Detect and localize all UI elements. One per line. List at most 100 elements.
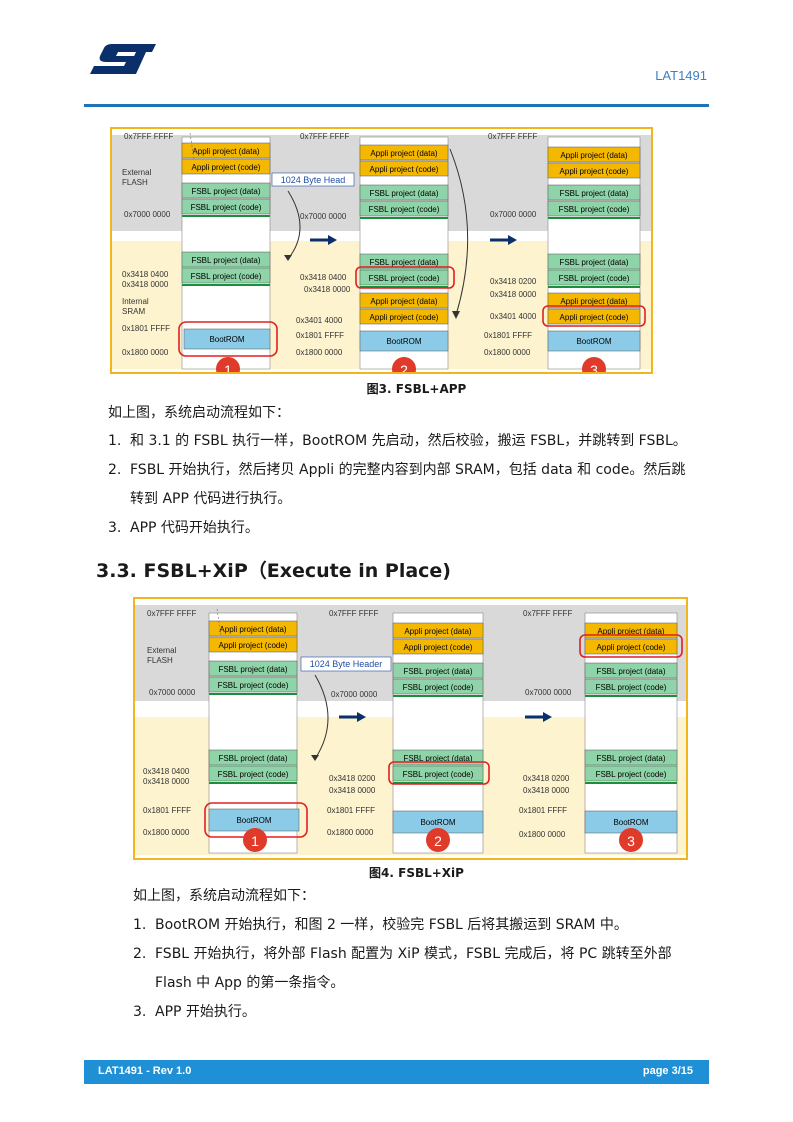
external-flash-label: FLASH	[122, 178, 148, 187]
addr-label: 0x3418 0400	[300, 273, 347, 282]
intro-text: 如上图，系统启动流程如下：	[133, 888, 315, 904]
copy-arrow	[287, 190, 301, 260]
list-item: 1.和 3.1 的 FSBL 执行一样，BootROM 先启动，然后校验，搬运 …	[108, 431, 687, 451]
fsbl-code-block: FSBL project (code)	[559, 274, 630, 283]
step-badge	[426, 828, 450, 852]
appli-code-block: Appli project (code)	[597, 643, 666, 652]
addr-label: 0x1800 0000	[122, 348, 169, 357]
addr-label: 0x7FFF FFFF	[147, 609, 196, 618]
fsbl-code-block: FSBL project (code)	[218, 770, 289, 779]
addr-label: 0x7FFF FFFF	[329, 609, 378, 618]
memory-column-1: Appli project (data) Appli project (code…	[204, 612, 308, 854]
list-item: 3.APP 开始执行。	[133, 1002, 256, 1022]
fsbl-code-block: FSBL project (code)	[403, 770, 474, 779]
highlight-box	[388, 761, 490, 785]
appli-code-block: Appli project (code)	[404, 643, 473, 652]
step-badge	[243, 828, 267, 852]
memory-column-3: Appli project (data) Appli project (code…	[579, 612, 683, 854]
addr-label: 0x1800 0000	[519, 830, 566, 839]
addr-label: 0x7FFF FFFF	[488, 132, 537, 141]
step-number: 2	[434, 833, 442, 849]
fsbl-code-block: FSBL project (code)	[218, 681, 289, 690]
addr-label: 0x1800 0000	[327, 828, 374, 837]
fsbl-code-block: FSBL project (code)	[596, 683, 667, 692]
addr-label: 0x3418 0200	[490, 277, 537, 286]
figure-caption: 图3. FSBL+APP	[366, 382, 467, 396]
list-number: 3.	[133, 1004, 147, 1020]
list-text: FSBL 开始执行，将外部 Flash 配置为 XiP 模式，FSBL 完成后，…	[155, 946, 672, 962]
header-annotation: 1024 Byte Head	[281, 175, 346, 185]
document-id: LAT1491	[655, 68, 707, 83]
external-flash-label: External	[147, 646, 177, 655]
fsbl-code-block: FSBL project (code)	[369, 205, 440, 214]
addr-label: 0x7000 0000	[124, 210, 171, 219]
addr-label: 0x1801 FFFF	[484, 331, 532, 340]
list-item: 2.FSBL 开始执行，将外部 Flash 配置为 XiP 模式，FSBL 完成…	[133, 944, 672, 964]
addr-label: 0x7000 0000	[331, 690, 378, 699]
addr-label: 0x1801 FFFF	[296, 331, 344, 340]
fsbl-data-block: FSBL project (data)	[369, 189, 438, 198]
addr-label: 0x7000 0000	[490, 210, 537, 219]
appli-data-block: Appli project (data)	[560, 151, 627, 160]
appli-data-block: Appli project (data)	[404, 627, 471, 636]
addr-label: 0x7FFF FFFF	[300, 132, 349, 141]
addr-label: 0x3418 0200	[523, 774, 570, 783]
st-logo	[90, 44, 156, 74]
appli-code-block: Appli project (code)	[370, 313, 439, 322]
fsbl-data-block: FSBL project (data)	[596, 754, 665, 763]
header-rule	[84, 104, 709, 107]
list-text: FSBL 开始执行，然后拷贝 Appli 的完整内容到内部 SRAM，包括 da…	[130, 462, 686, 478]
fsbl-code-block: FSBL project (code)	[559, 205, 630, 214]
step-number: 1	[251, 833, 259, 849]
addr-label: 0x1801 FFFF	[122, 324, 170, 333]
addr-label: 0x1800 0000	[484, 348, 531, 357]
fsbl-data-block: FSBL project (data)	[559, 258, 628, 267]
addr-label: 0x3418 0000	[304, 285, 351, 294]
list-number: 1.	[133, 917, 147, 933]
addr-label: 0x7000 0000	[300, 212, 347, 221]
list-number: 1.	[108, 433, 122, 449]
addr-label: 0x3418 0000	[329, 786, 376, 795]
footer-doc-revision: LAT1491 - Rev 1.0	[98, 1065, 192, 1077]
step-number: 2	[400, 362, 408, 372]
footer-page-number: page 3/15	[642, 1065, 693, 1077]
appli-data-block: Appli project (data)	[370, 297, 437, 306]
external-flash-label: FLASH	[147, 656, 173, 665]
addr-label: 0x7FFF FFFF	[523, 609, 572, 618]
header-annotation: 1024 Byte Header	[310, 659, 383, 669]
fsbl-code-block: FSBL project (code)	[403, 683, 474, 692]
addr-label: 0x3418 0400	[122, 270, 169, 279]
addr-label: 0x7000 0000	[149, 688, 196, 697]
bootrom-block: BootROM	[209, 335, 244, 344]
internal-sram-label: Internal	[122, 297, 149, 306]
addr-label: 0x7FFF FFFF	[124, 132, 173, 141]
figure-fsbl-app: 0x7FFF FFFF 0x7FFF FFFF 0x7FFF FFFF Exte…	[110, 127, 653, 374]
appli-code-block: Appli project (code)	[192, 163, 261, 172]
addr-label: 0x3401 4000	[296, 316, 343, 325]
section-heading: 3.3. FSBL+XiP（Execute in Place)	[96, 560, 451, 582]
step-badge	[216, 357, 240, 372]
copy-arrow	[314, 674, 329, 760]
highlight-box	[579, 634, 683, 658]
appli-data-block: Appli project (data)	[192, 147, 259, 156]
step-badge	[392, 357, 416, 372]
appli-code-block: Appli project (code)	[219, 641, 288, 650]
appli-data-block: Appli project (data)	[597, 627, 664, 636]
appli-data-block: Appli project (data)	[219, 625, 286, 634]
addr-label: 0x1801 FFFF	[327, 806, 375, 815]
addr-label: 0x3418 0000	[490, 290, 537, 299]
fsbl-data-block: FSBL project (data)	[403, 667, 472, 676]
fsbl-code-block: FSBL project (code)	[191, 203, 262, 212]
bootrom-block: BootROM	[420, 818, 455, 827]
bootrom-block: BootROM	[576, 337, 611, 346]
step-badge	[582, 357, 606, 372]
appli-code-block: Appli project (code)	[370, 165, 439, 174]
figure-fsbl-xip: 0x7FFF FFFF 0x7FFF FFFF 0x7FFF FFFF Exte…	[133, 597, 688, 860]
bootrom-block: BootROM	[613, 818, 648, 827]
list-item: 2.FSBL 开始执行，然后拷贝 Appli 的完整内容到内部 SRAM，包括 …	[108, 460, 685, 480]
addr-label: 0x1800 0000	[296, 348, 343, 357]
bootrom-block: BootROM	[386, 337, 421, 346]
fsbl-code-block: FSBL project (code)	[191, 272, 262, 281]
step-badge	[619, 828, 643, 852]
fsbl-data-block: FSBL project (data)	[218, 754, 287, 763]
